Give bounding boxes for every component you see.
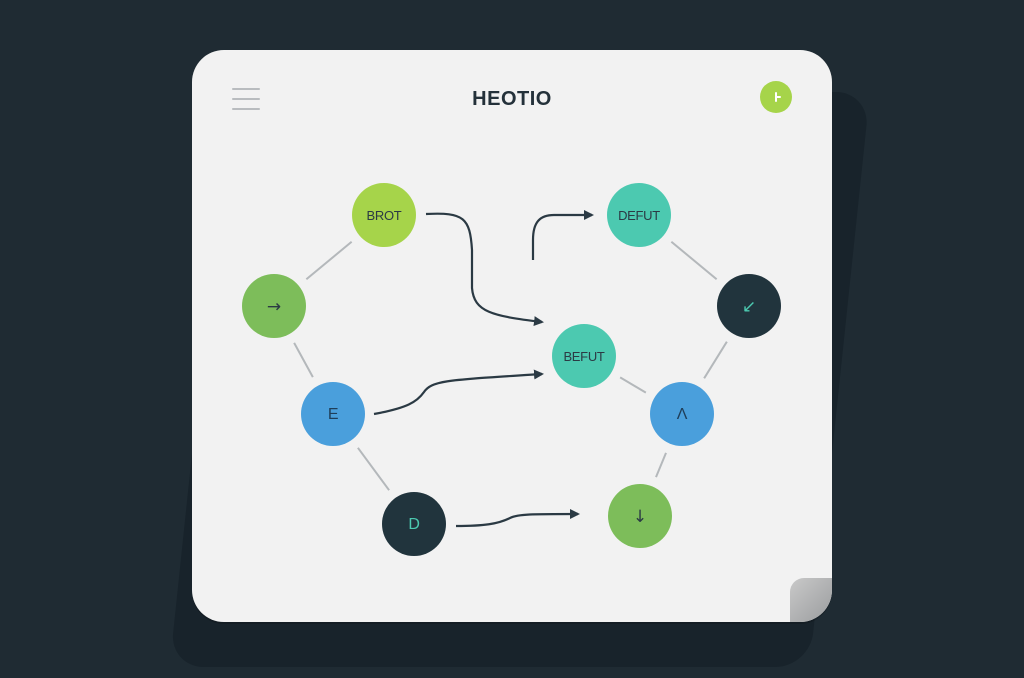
node-glyph-icon: → xyxy=(267,297,281,317)
node-glyph-icon: ↓ xyxy=(633,507,647,527)
diagram-node-n5[interactable]: DEFUT xyxy=(607,183,671,247)
node-circle xyxy=(352,183,416,247)
node-label: BEFUT xyxy=(563,349,604,364)
edge-line-n8-n9 xyxy=(655,452,667,478)
node-circle xyxy=(301,382,365,446)
connector-arrow-n7-n5 xyxy=(531,210,594,260)
diagram-node-n6[interactable]: ↙ xyxy=(717,274,781,338)
diagram-node-n4[interactable]: D xyxy=(382,492,446,556)
diagram-node-n9[interactable]: ↓ xyxy=(608,484,672,548)
diagram-node-n3[interactable]: E xyxy=(301,382,365,446)
edge-line-n6-n8 xyxy=(703,341,728,379)
node-label: D xyxy=(408,516,419,533)
diagram-node-n7[interactable]: BEFUT xyxy=(552,324,616,388)
edge-line-n2-n3 xyxy=(293,342,314,378)
connector-arrow-n3-n7 xyxy=(373,369,544,416)
diagram-node-n8[interactable]: Λ xyxy=(650,382,714,446)
node-circle xyxy=(607,183,671,247)
edge-line-n5-n6 xyxy=(670,241,718,280)
node-label: BROT xyxy=(367,208,402,223)
workflow-diagram: BROT → E D DEFUT ↙ BEFUT Λ ↓ xyxy=(242,183,781,556)
node-circle xyxy=(717,274,781,338)
node-circle xyxy=(650,382,714,446)
connector-arrow-n1-n7 xyxy=(425,212,544,327)
node-label: DEFUT xyxy=(618,208,660,223)
hamburger-menu-icon[interactable] xyxy=(232,88,260,110)
add-node-button[interactable] xyxy=(760,81,792,113)
connector-arrow-n4-n9 xyxy=(455,509,580,528)
node-circle xyxy=(382,492,446,556)
add-node-icon xyxy=(775,92,781,102)
node-label: E xyxy=(328,406,338,423)
node-label: Λ xyxy=(677,406,688,423)
node-circle xyxy=(608,484,672,548)
edge-line-n7-n8 xyxy=(619,376,647,394)
diagram-node-n1[interactable]: BROT xyxy=(352,183,416,247)
node-circle xyxy=(552,324,616,388)
page-title: HEOTIO xyxy=(472,88,552,110)
edge-line-n1-n2 xyxy=(305,241,353,280)
diagram-card: HEOTIO BROT → E D DEFUT ↙ BEFUT Λ ↓ xyxy=(192,50,832,622)
edge-line-n3-n4 xyxy=(357,447,390,491)
node-circle xyxy=(242,274,306,338)
diagram-node-n2[interactable]: → xyxy=(242,274,306,338)
page-curl xyxy=(790,578,832,622)
node-glyph-icon: ↙ xyxy=(742,297,756,317)
